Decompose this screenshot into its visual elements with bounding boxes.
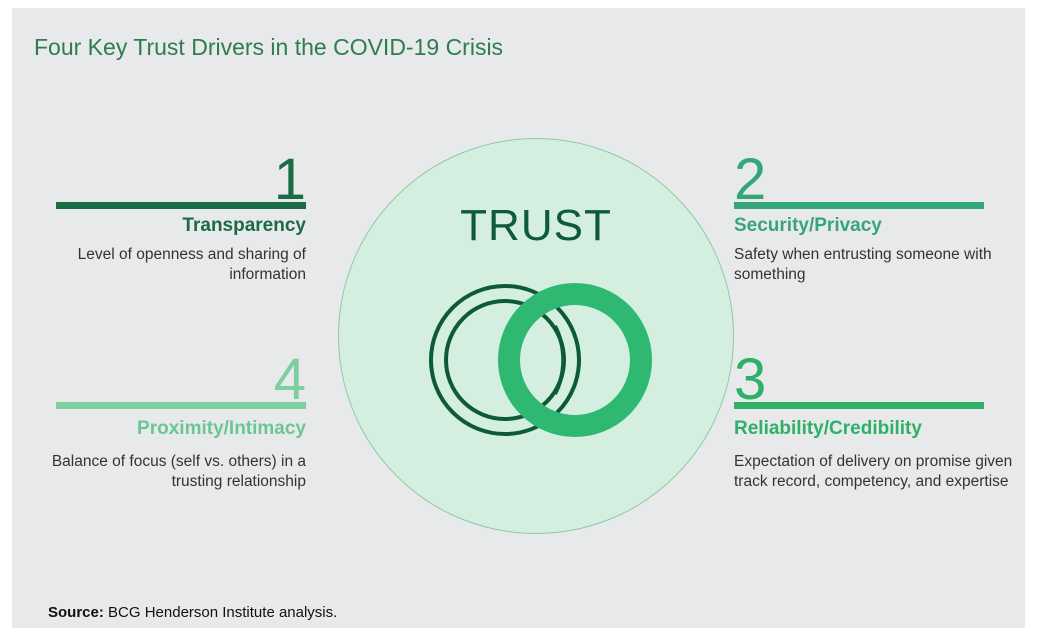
infographic-panel: Four Key Trust Drivers in the COVID-19 C… [12,8,1025,628]
driver-divider [734,402,984,409]
source-label: Source: [48,604,104,621]
driver-proximity-intimacy: 4 Proximity/Intimacy Balance of focus (s… [52,347,306,498]
driver-transparency: 1 Transparency Level of openness and sha… [56,148,306,298]
trust-label: TRUST [460,201,612,250]
driver-number: 3 [734,347,767,412]
driver-description: Level of openness and sharing of informa… [77,246,306,283]
driver-divider [56,402,306,409]
driver-number: 2 [734,147,767,212]
driver-divider [56,202,306,209]
driver-number: 4 [273,347,306,412]
driver-description: Safety when entrusting someone with some… [734,246,992,283]
driver-description: Expectation of delivery on promise given… [734,453,1013,490]
page-title: Four Key Trust Drivers in the COVID-19 C… [34,34,504,60]
driver-reliability-credibility: 3 Reliability/Credibility Expectation of… [734,347,1012,528]
driver-security-privacy: 2 Security/Privacy Safety when entrustin… [734,147,992,298]
driver-name: Transparency [182,215,306,236]
interlocking-rings-icon [429,283,652,437]
driver-divider [734,202,984,209]
driver-number: 1 [273,147,306,212]
driver-name: Proximity/Intimacy [137,418,306,439]
trust-circle: TRUST [338,138,734,534]
driver-description: Balance of focus (self vs. others) in a … [51,453,306,490]
source-text: BCG Henderson Institute analysis. [108,604,338,621]
driver-name: Security/Privacy [734,215,882,236]
source-note: Source: BCG Henderson Institute analysis… [48,604,337,621]
driver-name: Reliability/Credibility [734,418,922,439]
